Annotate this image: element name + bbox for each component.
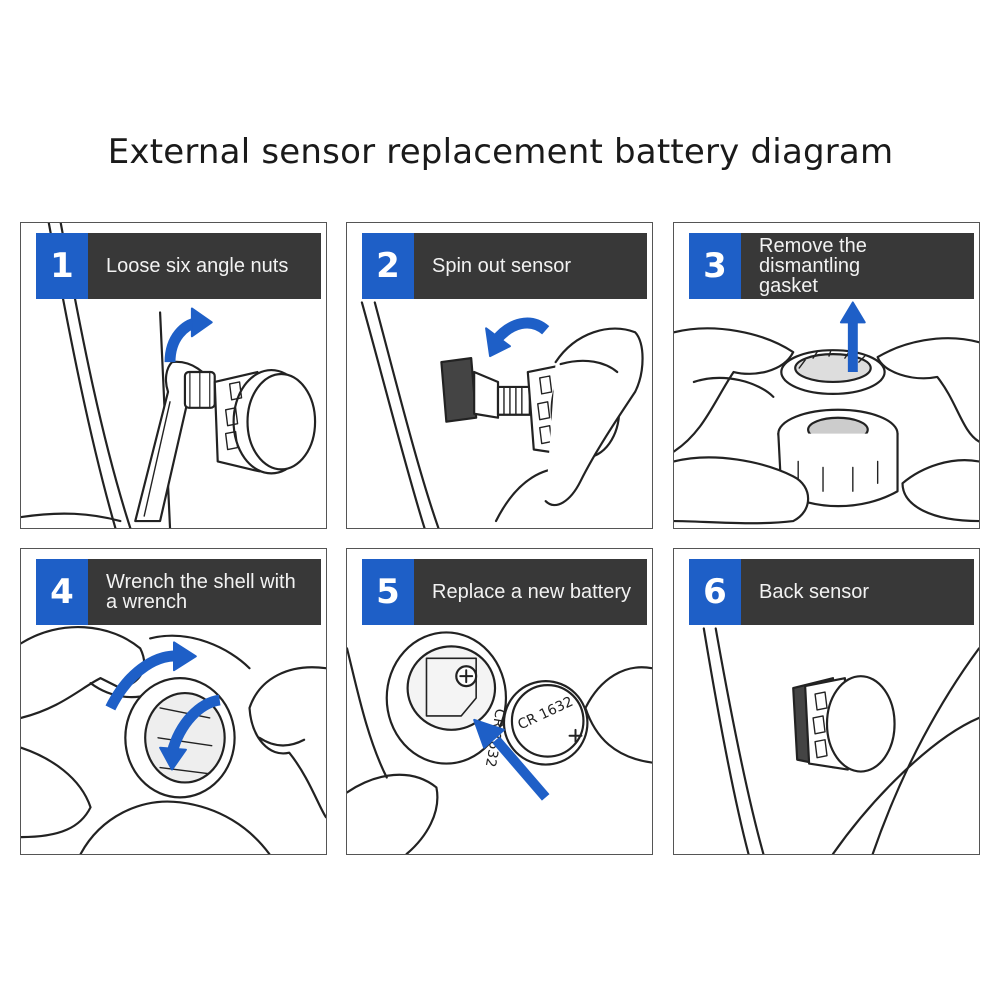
sensor-on-valve-illustration bbox=[702, 627, 979, 854]
page-title: External sensor replacement battery diag… bbox=[107, 132, 894, 172]
remove-gasket-illustration bbox=[674, 301, 979, 525]
step-number: 2 bbox=[362, 233, 414, 299]
step-header-1: 1 Loose six angle nuts bbox=[36, 233, 321, 299]
step-label: Loose six angle nuts bbox=[106, 255, 289, 277]
step-label: Spin out sensor bbox=[432, 255, 571, 277]
step-panel-6: 6 Back sensor bbox=[673, 548, 980, 855]
step-label: Back sensor bbox=[759, 581, 870, 603]
step-panel-1: 1 Loose six angle nuts bbox=[20, 222, 327, 529]
unscrew-sensor-illustration bbox=[360, 301, 644, 528]
battery-replacement-illustration: CR 1632 CR 1632 bbox=[347, 631, 652, 854]
step-header-4: 4 Wrench the shell with a wrench bbox=[36, 559, 321, 625]
step-label: Remove the dismantling gasket bbox=[759, 235, 867, 297]
step-panel-4: 4 Wrench the shell with a wrench bbox=[20, 548, 327, 855]
wrench-loosening-illustration bbox=[21, 223, 317, 528]
step-label: Wrench the shell with a wrench bbox=[106, 571, 296, 613]
twist-shell-illustration bbox=[21, 626, 326, 854]
step-number: 6 bbox=[689, 559, 741, 625]
step-number: 5 bbox=[362, 559, 414, 625]
step-label: Replace a new battery bbox=[432, 581, 632, 603]
step-number: 3 bbox=[689, 233, 741, 299]
step-panel-3: 3 Remove the dismantling gasket bbox=[673, 222, 980, 529]
step-panel-2: 2 Spin out sensor bbox=[346, 222, 653, 529]
step-header-3: 3 Remove the dismantling gasket bbox=[689, 233, 974, 299]
step-header-6: 6 Back sensor bbox=[689, 559, 974, 625]
step-panel-5: CR 1632 CR 1632 5 Replace a new battery bbox=[346, 548, 653, 855]
step-number: 4 bbox=[36, 559, 88, 625]
step-header-5: 5 Replace a new battery bbox=[362, 559, 647, 625]
step-number: 1 bbox=[36, 233, 88, 299]
step-header-2: 2 Spin out sensor bbox=[362, 233, 647, 299]
